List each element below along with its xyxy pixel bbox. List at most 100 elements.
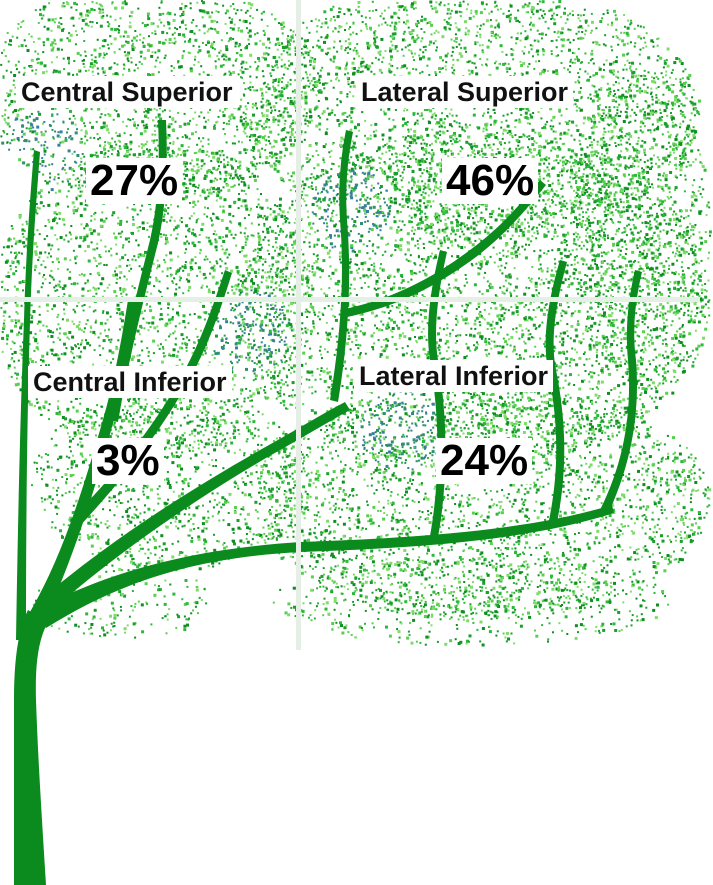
foliage-dot [192,347,195,349]
foliage-dot [598,67,602,71]
foliage-dot [512,49,515,52]
foliage-dot [626,33,630,37]
foliage-dot [210,151,214,155]
foliage-dot [373,32,376,35]
foliage-dot [417,222,421,226]
foliage-dot [443,4,446,7]
foliage-dot [537,111,540,114]
foliage-dot [237,107,241,111]
foliage-dot [249,53,253,57]
foliage-dot [531,235,534,238]
foliage-dot [42,8,45,11]
foliage-dot [431,7,434,10]
foliage-dot [364,172,367,175]
foliage-dot [272,120,276,123]
foliage-dot [270,109,273,112]
foliage-dot [595,125,598,128]
foliage-dot [163,109,166,112]
foliage-dot [291,122,294,124]
foliage-dot [221,150,224,152]
foliage-dot [466,224,468,227]
foliage-dot [572,177,574,180]
foliage-dot [427,170,431,174]
foliage-dot [187,122,191,126]
foliage-dot [341,138,344,141]
foliage-dot [445,226,449,230]
foliage-dot [515,119,518,122]
foliage-dot [2,246,5,249]
foliage-dot [667,131,670,134]
foliage-dot [320,26,323,29]
foliage-dot [87,10,91,14]
foliage-dot [661,115,664,118]
foliage-dot [627,19,629,22]
foliage-dot [350,13,353,16]
foliage-dot [557,36,560,38]
foliage-dot [243,127,246,130]
foliage-dot [618,103,621,106]
foliage-dot [667,141,670,144]
foliage-dot [97,138,100,141]
foliage-dot [352,84,356,88]
foliage-dot [559,159,562,162]
foliage-dot [477,206,480,208]
foliage-dot [224,22,227,25]
foliage-dot [388,69,391,72]
foliage-dot [314,106,318,110]
foliage-dot [326,33,329,36]
foliage-dot [528,51,530,54]
foliage-dot [657,55,660,58]
foliage-dot [142,37,145,40]
foliage-dot [431,113,434,116]
foliage-dot [72,114,75,117]
foliage-dot [446,21,450,25]
foliage-dot [260,18,263,21]
foliage-dot [567,128,570,131]
foliage-dot [592,168,595,171]
foliage-dot [251,17,254,19]
foliage-dot [281,21,285,25]
foliage-dot [344,119,348,122]
foliage-dot [216,317,219,320]
foliage-dot [254,165,257,168]
foliage-dot [413,123,416,126]
foliage-dot [518,120,522,124]
foliage-dot [224,72,227,75]
foliage-dot [90,231,94,235]
foliage-dot [470,12,473,15]
foliage-dot [44,165,47,168]
foliage-dot [592,62,595,65]
foliage-dot [322,157,325,160]
foliage-dot [479,33,482,36]
foliage-dot [495,4,498,7]
foliage-dot [9,39,12,43]
foliage-dot [672,84,675,86]
foliage-dot [505,53,508,56]
foliage-dot [590,29,593,32]
foliage-dot [255,348,258,351]
foliage-dot [611,49,614,52]
foliage-dot [347,80,350,83]
foliage-dot [256,143,259,146]
foliage-dot [229,20,233,24]
foliage-dot [289,126,292,129]
foliage-dot [408,149,411,152]
foliage-dot [603,171,605,174]
foliage-dot [6,342,9,345]
foliage-dot [543,125,546,129]
foliage-dot [446,12,449,15]
foliage-dot [258,60,261,63]
foliage-dot [285,266,289,270]
foliage-dot [530,148,533,151]
foliage-dot [83,142,86,145]
foliage-dot [495,33,497,36]
foliage-dot [490,216,493,219]
foliage-dot [208,191,212,195]
foliage-dot [493,123,496,126]
foliage-dot [558,201,562,205]
foliage-dot [197,439,200,442]
foliage-dot [626,107,629,110]
foliage-dot [386,178,389,181]
foliage-dot [546,142,549,145]
foliage-dot [194,55,197,58]
